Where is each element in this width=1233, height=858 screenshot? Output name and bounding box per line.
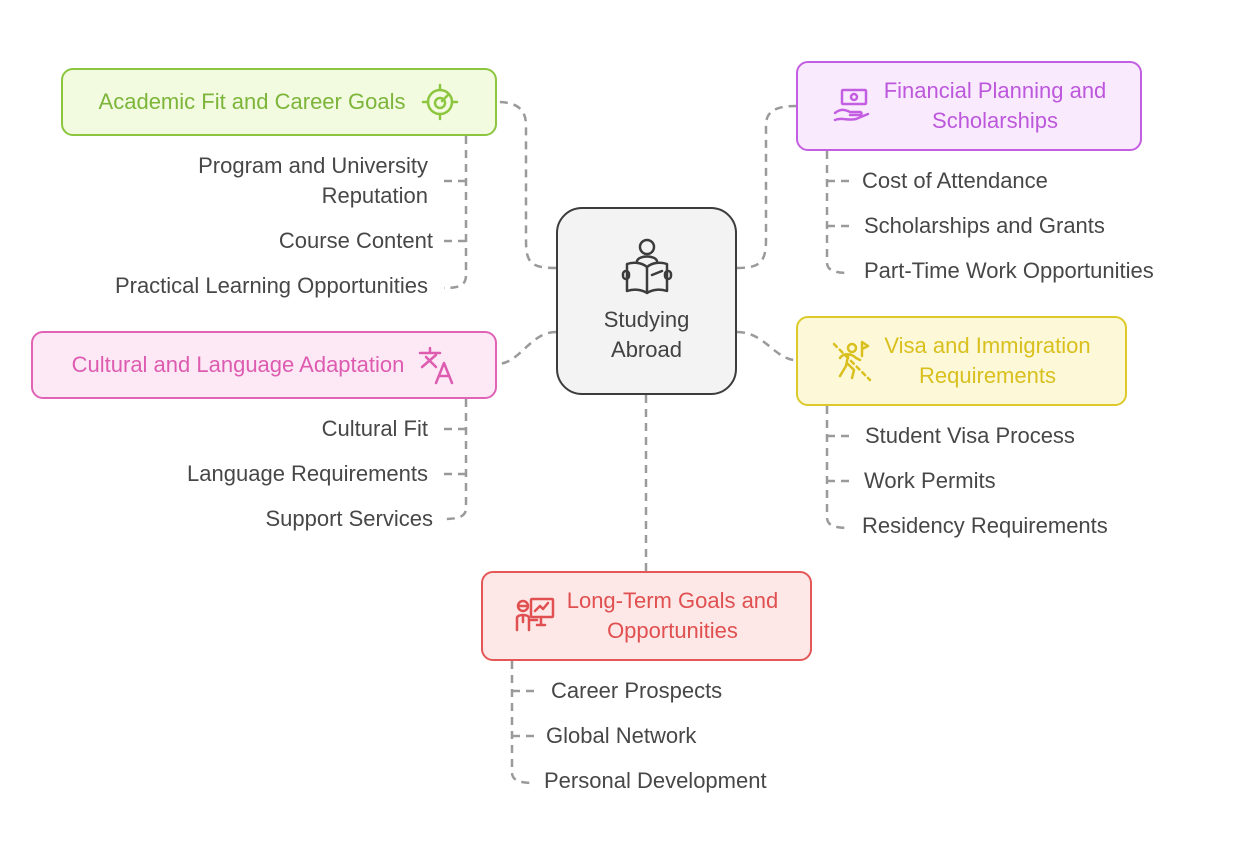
sub-financial-2: Part-Time Work Opportunities (864, 258, 1154, 283)
sub-academic-2: Practical Learning Opportunities (114, 273, 428, 298)
branch-visa[interactable]: Visa and Immigration Requirements (796, 316, 1127, 406)
link-center-academic (496, 100, 557, 270)
reading-person-icon (619, 237, 675, 297)
sub-cultural-0: Cultural Fit (321, 416, 428, 441)
sub-financial-1: Scholarships and Grants (864, 213, 1105, 238)
sub-longterm-2: Personal Development (544, 768, 767, 793)
sub-academic-1: Course Content (278, 228, 433, 253)
branch-academic-label: Academic Fit and Career Goals (98, 89, 406, 114)
target-icon (421, 83, 459, 121)
sub-longterm-1: Global Network (546, 723, 697, 748)
branch-longterm[interactable]: Long-Term Goals and Opportunities (481, 571, 812, 661)
center-label: Studying Abroad (603, 307, 690, 362)
branch-visa-label: Visa and Immigration Requirements (884, 333, 1091, 388)
tree-visa (825, 406, 851, 530)
center-node[interactable]: Studying Abroad (556, 207, 737, 395)
sub-cultural-2: Support Services (265, 506, 433, 531)
link-center-financial (736, 104, 797, 270)
sub-academic-0: Program and University Reputation (198, 153, 428, 208)
sub-financial-0: Cost of Attendance (862, 168, 1048, 193)
branch-cultural[interactable]: Cultural and Language Adaptation (31, 331, 497, 399)
branch-financial[interactable]: Financial Planning and Scholarships (796, 61, 1142, 151)
traveler-flag-icon (832, 340, 874, 382)
branch-longterm-label: Long-Term Goals and Opportunities (566, 588, 779, 643)
link-center-visa (736, 330, 797, 362)
sub-visa-1: Work Permits (864, 468, 996, 493)
sub-longterm-0: Career Prospects (551, 678, 723, 703)
tree-financial (825, 151, 851, 275)
tree-longterm (510, 661, 536, 785)
money-hand-icon (832, 87, 872, 125)
tree-cultural (443, 399, 468, 521)
sub-visa-2: Residency Requirements (862, 513, 1108, 538)
branch-financial-label: Financial Planning and Scholarships (883, 78, 1107, 133)
branch-academic[interactable]: Academic Fit and Career Goals (61, 68, 497, 136)
translate-icon (418, 345, 456, 385)
link-center-cultural (496, 330, 557, 366)
presenter-chart-icon (515, 596, 555, 636)
tree-academic (443, 136, 468, 290)
branch-cultural-label: Cultural and Language Adaptation (71, 352, 405, 377)
sub-visa-0: Student Visa Process (865, 423, 1075, 448)
sub-cultural-1: Language Requirements (187, 461, 428, 486)
